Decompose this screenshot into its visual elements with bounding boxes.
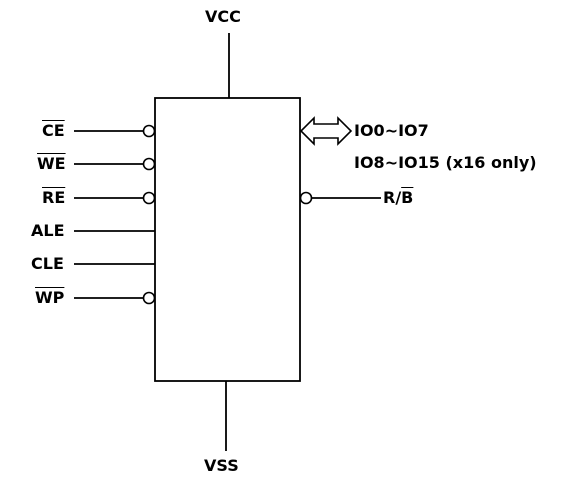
we-inversion-bubble xyxy=(142,157,156,171)
vss-label: VSS xyxy=(204,456,239,475)
chip-body xyxy=(154,97,301,382)
wp-label: WP xyxy=(35,288,65,307)
vcc-label: VCC xyxy=(205,7,241,26)
ce-inversion-bubble xyxy=(142,124,156,138)
io0-io7-label: IO0~IO7 xyxy=(354,121,429,140)
re-label: RE xyxy=(42,188,66,207)
cle-label: CLE xyxy=(31,254,64,273)
rb-inversion-bubble xyxy=(299,191,313,205)
wp-inversion-bubble xyxy=(142,291,156,305)
we-label: WE xyxy=(37,154,66,173)
rb-label: R/B xyxy=(383,189,413,207)
re-inversion-bubble xyxy=(142,191,156,205)
rb-label-busy: B xyxy=(401,188,414,207)
io-bidirectional-arrow xyxy=(299,116,353,146)
io8-io15-label: IO8~IO15 (x16 only) xyxy=(354,153,537,172)
rb-label-prefix: R/ xyxy=(383,188,402,207)
ce-label: CE xyxy=(42,121,65,140)
ale-label: ALE xyxy=(31,221,65,240)
